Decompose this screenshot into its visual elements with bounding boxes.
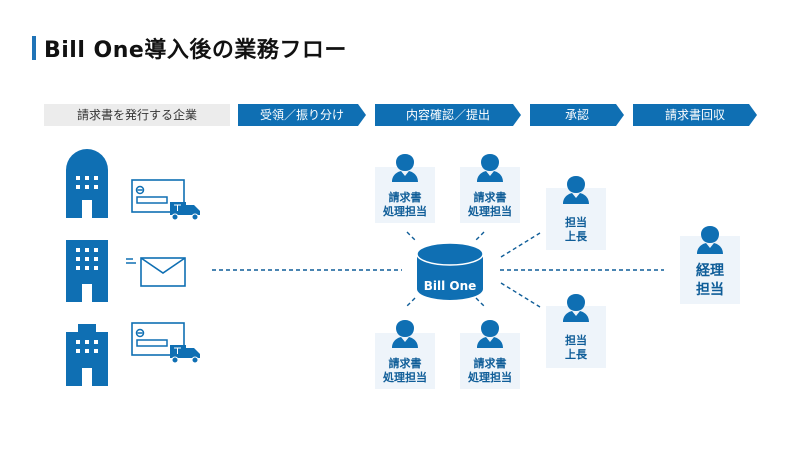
accounting-card: 経理担当: [680, 236, 740, 304]
building-rounded-icon: [66, 149, 108, 218]
manager-icon: [563, 176, 589, 204]
approver-label: 担当上長: [565, 334, 587, 361]
person-icon: [392, 154, 418, 182]
envelope-icon: [126, 257, 186, 287]
stage-receive-sort: 受領／振り分け: [238, 104, 366, 126]
processor-label: 請求書処理担当: [383, 357, 427, 384]
processor-card-3: 請求書処理担当: [375, 333, 435, 389]
manager-icon: [563, 294, 589, 322]
connector-hub-processor-2: [475, 231, 485, 241]
building-tall-icon: [66, 240, 108, 302]
dashed-connectors: [212, 231, 664, 308]
mail-truck-icon: [131, 179, 201, 221]
connector-hub-processor-3: [406, 297, 416, 307]
person-icon: [477, 320, 503, 348]
mail-truck-icon: [131, 322, 201, 364]
person-icon: [477, 154, 503, 182]
stage-review-submit: 内容確認／提出: [375, 104, 521, 126]
approver-label: 担当上長: [565, 216, 587, 243]
database-icon: [416, 242, 484, 300]
accounting-label: 経理担当: [696, 263, 724, 298]
stage-issuing-company: 請求書を発行する企業: [44, 104, 230, 126]
person-icon: [392, 320, 418, 348]
processor-label: 請求書処理担当: [383, 191, 427, 218]
connector-hub-approver-2: [500, 282, 541, 308]
connector-hub-processor-4: [475, 297, 485, 307]
processor-label: 請求書処理担当: [468, 191, 512, 218]
processor-label: 請求書処理担当: [468, 357, 512, 384]
stage-approval: 承認: [530, 104, 624, 126]
accountant-icon: [697, 226, 723, 254]
connector-hub-processor-1: [406, 231, 416, 241]
title-accent-bar: [32, 36, 36, 60]
building-stepped-icon: [66, 324, 108, 386]
stage-invoice-collection: 請求書回収: [633, 104, 757, 126]
connector-hub-approver-1: [500, 232, 541, 258]
page-title: Bill One導入後の業務フロー: [44, 38, 347, 63]
hub-label: Bill One: [423, 279, 477, 293]
